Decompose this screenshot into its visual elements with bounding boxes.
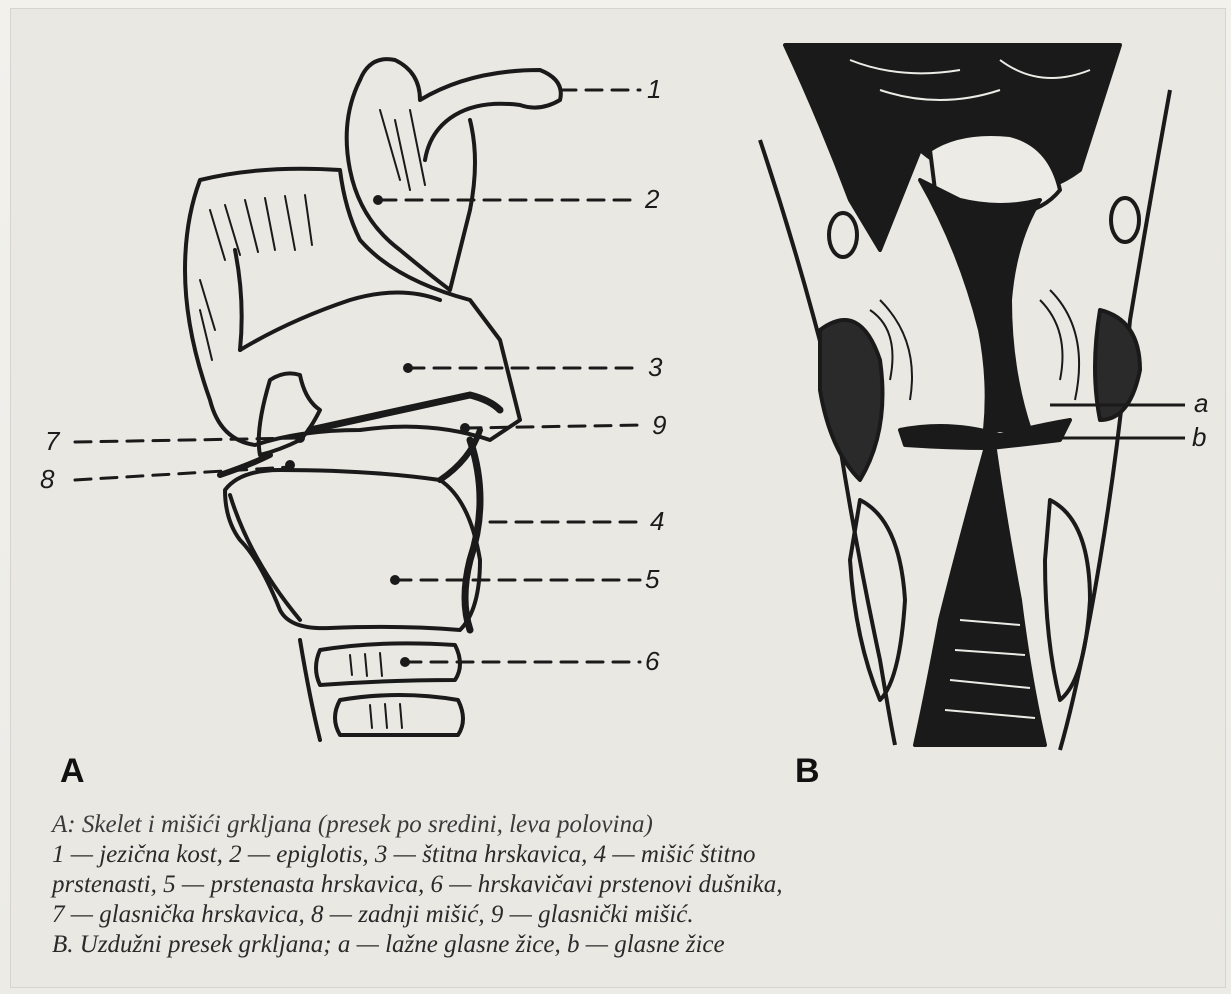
label-7: 7 [45, 428, 59, 454]
label-9: 9 [652, 412, 666, 438]
figure-caption: A: Skelet i mišići grkljana (presek po s… [52, 810, 1212, 960]
label-5: 5 [645, 566, 659, 592]
panel-b-letter: B [795, 752, 820, 791]
trachea-lumen [915, 450, 1045, 745]
caption-line-3: prstenasti, 5 — prstenasta hrskavica, 6 … [52, 870, 1212, 900]
cricoid-cartilage-shape [225, 470, 480, 630]
label-1: 1 [647, 76, 661, 102]
trachea-ring-2 [335, 695, 463, 735]
label-2: 2 [645, 186, 659, 212]
caption-line-2: 1 — jezična kost, 2 — epiglotis, 3 — šti… [52, 840, 1212, 870]
caption-line-5: B. Uzdužni presek grkljana; a — lažne gl… [52, 930, 1212, 960]
label-6: 6 [645, 648, 659, 674]
panel-a-drawing [75, 59, 645, 740]
caption-line-4: 7 — glasnička hrskavica, 8 — zadnji miši… [52, 900, 1212, 930]
outer-wall-right [1060, 90, 1170, 750]
label-3: 3 [648, 354, 662, 380]
label-4: 4 [650, 508, 664, 534]
caption-line-1: A: Skelet i mišići grkljana (presek po s… [52, 810, 1212, 840]
panel-a-letter: A [60, 752, 85, 791]
laryngeal-vestibule [920, 180, 1040, 430]
label-a: a [1194, 390, 1208, 416]
trachea-ring-1 [316, 643, 460, 685]
label-8: 8 [40, 466, 54, 492]
label-b: b [1192, 424, 1206, 450]
panel-b-drawing [760, 45, 1185, 750]
